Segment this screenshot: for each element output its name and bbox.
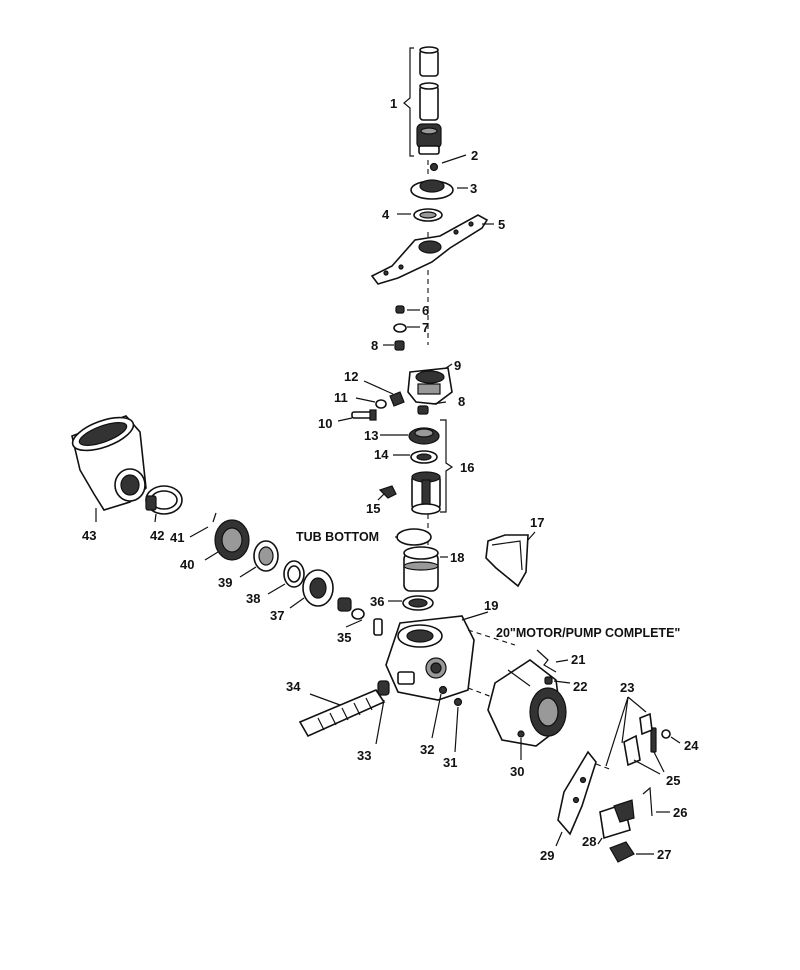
motor-pump-complete-note: 20"MOTOR/PUMP COMPLETE"	[496, 626, 680, 640]
part-30-motor	[487, 659, 567, 760]
tub-bottom-note: TUB BOTTOM	[296, 530, 379, 544]
label-part-28: 28	[582, 834, 596, 849]
label-part-21: 21	[571, 652, 585, 667]
label-part-19: 19	[484, 598, 498, 613]
part-39-seal	[239, 540, 279, 578]
part-8-nut-lower	[417, 401, 447, 415]
part-22-screw	[544, 676, 571, 685]
part-42-clamp	[145, 485, 183, 523]
label-part-33: 33	[357, 748, 371, 763]
part-32-fastener	[431, 685, 448, 739]
part-16-assembly	[440, 419, 454, 513]
part-8-nut-upper	[383, 340, 405, 351]
label-part-8-lower: 8	[458, 394, 465, 409]
label-part-7: 7	[422, 320, 429, 335]
part-9-housing	[407, 363, 453, 405]
part-15-clip	[377, 485, 397, 501]
label-part-15: 15	[366, 501, 380, 516]
part-21-wire	[536, 649, 569, 673]
part-7-washer	[393, 323, 420, 333]
label-part-2: 2	[471, 148, 478, 163]
part-28-relay	[597, 799, 635, 845]
part-27-cap	[609, 841, 654, 863]
label-part-27: 27	[657, 847, 671, 862]
label-part-32: 32	[420, 742, 434, 757]
label-part-1: 1	[390, 96, 397, 111]
part-16-cartridge	[411, 471, 441, 515]
label-part-26: 26	[673, 805, 687, 820]
part-18-cylinder	[403, 546, 448, 592]
label-part-11: 11	[334, 390, 348, 405]
label-part-10: 10	[318, 416, 332, 431]
label-part-40: 40	[180, 557, 194, 572]
label-part-9: 9	[454, 358, 461, 373]
label-part-42: 42	[150, 528, 164, 543]
part-26-pin	[642, 786, 670, 817]
label-part-37: 37	[270, 608, 284, 623]
part-12-clip	[363, 380, 405, 407]
part-5-spray-arm	[370, 214, 494, 285]
label-part-39: 39	[218, 575, 232, 590]
label-part-5: 5	[498, 217, 505, 232]
part-2-ball	[429, 154, 467, 172]
part-23-leads	[605, 696, 647, 767]
part-43-drain-housing	[71, 415, 147, 522]
label-part-41: 41	[170, 530, 184, 545]
part-19-pump-housing	[385, 611, 516, 701]
label-part-14: 14	[374, 447, 389, 462]
part-41-pin	[189, 512, 217, 538]
part-36-clamp	[388, 595, 434, 611]
part-24-clip	[661, 729, 681, 744]
label-part-29: 29	[540, 848, 554, 863]
part-31-fastener	[453, 697, 463, 753]
label-part-12: 12	[344, 369, 358, 384]
label-part-13: 13	[364, 428, 378, 443]
part-4-washer	[397, 208, 443, 222]
label-part-24: 24	[684, 738, 699, 753]
part-10-bolt	[337, 409, 377, 422]
tub-bottom-ring	[395, 528, 432, 546]
part-37-impeller	[289, 569, 334, 609]
label-part-4: 4	[382, 207, 390, 222]
part-34-auger	[298, 689, 386, 738]
label-part-43: 43	[82, 528, 96, 543]
part-29-bracket	[555, 750, 613, 847]
label-part-30: 30	[510, 764, 524, 779]
part-11-washer	[355, 397, 387, 409]
part-13-gear	[380, 427, 440, 445]
part-38-ring	[267, 560, 305, 595]
label-part-34: 34	[286, 679, 301, 694]
label-part-31: 31	[443, 755, 457, 770]
label-part-16: 16	[460, 460, 474, 475]
label-part-17: 17	[530, 515, 544, 530]
part-6-screw	[395, 305, 420, 314]
label-part-23: 23	[620, 680, 634, 695]
part-labels: 1 2 3 4 5 6 7 8 9 8 10 11 12 13 14 15 16…	[82, 96, 699, 863]
part-33-spring	[375, 680, 390, 745]
part-25-contacts	[623, 712, 665, 775]
part-3-hub	[410, 179, 468, 200]
label-part-6: 6	[422, 303, 429, 318]
label-part-3: 3	[470, 181, 477, 196]
label-part-22: 22	[573, 679, 587, 694]
part-35-screws	[337, 597, 383, 636]
part-17-shroud	[485, 531, 536, 588]
label-part-25: 25	[666, 773, 680, 788]
label-part-8-upper: 8	[371, 338, 378, 353]
label-part-38: 38	[246, 591, 260, 606]
label-part-35: 35	[337, 630, 351, 645]
part-14-ring	[393, 450, 438, 464]
label-part-18: 18	[450, 550, 464, 565]
part-1-tube-assembly	[403, 46, 442, 157]
label-part-36: 36	[370, 594, 384, 609]
part-40-chopper	[204, 519, 250, 561]
